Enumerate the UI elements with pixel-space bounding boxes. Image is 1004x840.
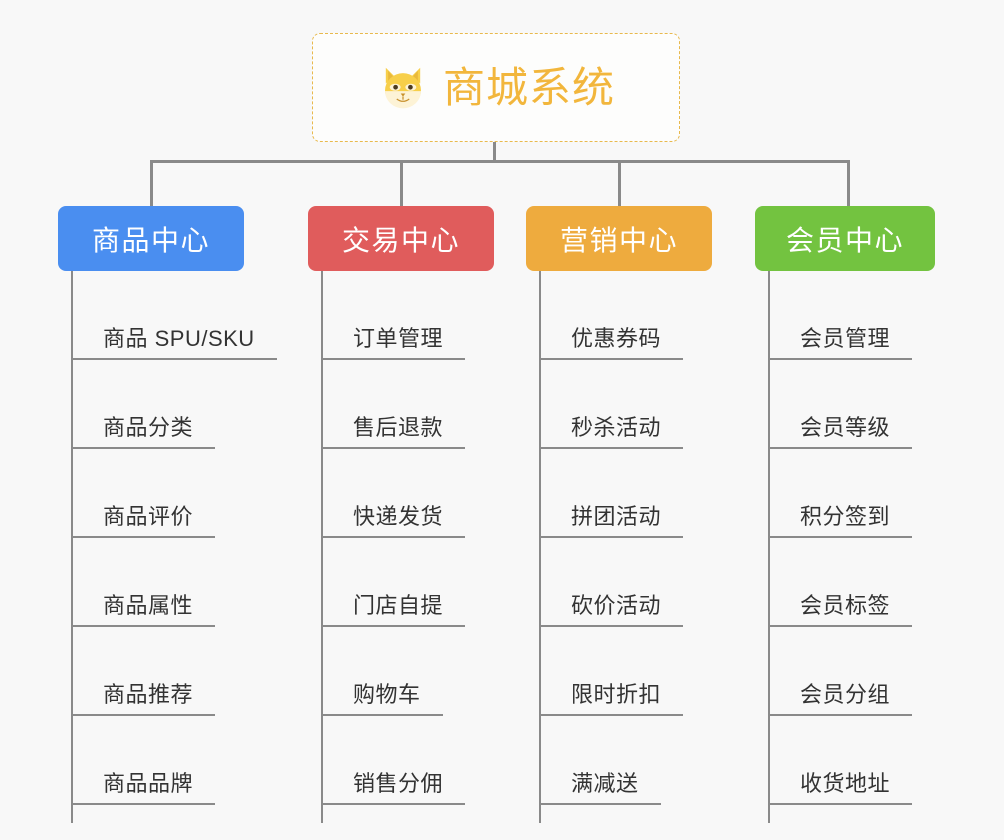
branch-spine-2 <box>321 271 323 823</box>
leaf-label: 拼团活动 <box>571 503 662 529</box>
leaf-label: 门店自提 <box>353 592 444 618</box>
shiba-dog-face-icon <box>385 67 421 108</box>
leaf-label: 销售分佣 <box>353 770 444 796</box>
leaf-label: 商品属性 <box>103 592 194 618</box>
connector-drop-1 <box>150 160 153 208</box>
leaf-label: 秒杀活动 <box>571 414 662 440</box>
leaf-label: 砍价活动 <box>571 592 662 618</box>
leaf-label: 限时折扣 <box>571 681 662 707</box>
branch-column-3: 营销中心 优惠券码 秒杀活动 拼团活动 砍价活动 限时折扣 满减送 <box>526 206 712 823</box>
leaf-item[interactable]: 优惠券码 <box>526 271 712 360</box>
leaf-item[interactable]: 快递发货 <box>308 449 494 538</box>
leaf-label: 会员标签 <box>800 592 891 618</box>
branch-spine-4 <box>768 271 770 823</box>
branch-header-label: 会员中心 <box>785 224 904 256</box>
leaf-item[interactable]: 订单管理 <box>308 271 494 360</box>
branch-spine-3 <box>539 271 541 823</box>
branch-spine-1 <box>71 271 73 823</box>
branch-header-label: 营销中心 <box>559 224 678 256</box>
leaf-label: 购物车 <box>353 681 421 707</box>
leaf-label: 会员等级 <box>800 414 891 440</box>
leaf-item[interactable]: 限时折扣 <box>526 627 712 716</box>
connector-drop-2 <box>400 160 403 208</box>
leaf-item[interactable]: 商品 SPU/SKU <box>58 271 277 360</box>
root-title: 商城系统 <box>442 63 615 111</box>
leaf-item[interactable]: 销售分佣 <box>308 716 494 805</box>
leaf-item[interactable]: 收货地址 <box>755 716 935 805</box>
leaf-item[interactable]: 商品推荐 <box>58 627 244 716</box>
leaf-list-2: 订单管理 售后退款 快递发货 门店自提 购物车 销售分佣 <box>308 271 494 805</box>
leaf-label: 快递发货 <box>353 503 444 529</box>
leaf-list-4: 会员管理 会员等级 积分签到 会员标签 会员分组 收货地址 <box>755 271 935 805</box>
leaf-label: 售后退款 <box>353 414 444 440</box>
leaf-label: 会员分组 <box>800 681 891 707</box>
leaf-item[interactable]: 售后退款 <box>308 360 494 449</box>
leaf-label: 商品评价 <box>103 503 194 529</box>
branch-column-1: 商品中心 商品 SPU/SKU 商品分类 商品评价 商品属性 商品推荐 商品品牌 <box>58 206 277 823</box>
leaf-item[interactable]: 商品品牌 <box>58 716 244 805</box>
leaf-label: 优惠券码 <box>571 325 662 351</box>
leaf-item[interactable]: 砍价活动 <box>526 538 712 627</box>
leaf-item[interactable]: 秒杀活动 <box>526 360 712 449</box>
leaf-label: 收货地址 <box>800 770 891 796</box>
leaf-item[interactable]: 会员等级 <box>755 360 935 449</box>
leaf-list-3: 优惠券码 秒杀活动 拼团活动 砍价活动 限时折扣 满减送 <box>526 271 712 805</box>
leaf-list-1: 商品 SPU/SKU 商品分类 商品评价 商品属性 商品推荐 商品品牌 <box>58 271 277 805</box>
branch-header-label: 交易中心 <box>341 224 460 256</box>
leaf-item[interactable]: 会员管理 <box>755 271 935 360</box>
leaf-item[interactable]: 满减送 <box>526 716 712 805</box>
connector-drop-3 <box>618 160 621 208</box>
leaf-item[interactable]: 积分签到 <box>755 449 935 538</box>
connector-drop-4 <box>847 160 850 208</box>
leaf-item[interactable]: 商品评价 <box>58 449 244 538</box>
leaf-label: 商品品牌 <box>103 770 194 796</box>
branch-column-2: 交易中心 订单管理 售后退款 快递发货 门店自提 购物车 销售分佣 <box>308 206 494 823</box>
connector-root-stem <box>493 142 496 163</box>
root-node[interactable]: 商城系统 <box>312 33 680 142</box>
leaf-label: 商品推荐 <box>103 681 194 707</box>
leaf-item[interactable]: 会员分组 <box>755 627 935 716</box>
leaf-label: 积分签到 <box>800 503 891 529</box>
leaf-label: 会员管理 <box>800 325 891 351</box>
leaf-item[interactable]: 商品属性 <box>58 538 244 627</box>
branch-header-label: 商品中心 <box>91 224 210 256</box>
leaf-label: 订单管理 <box>353 325 444 351</box>
leaf-item[interactable]: 购物车 <box>308 627 494 716</box>
leaf-label: 商品 SPU/SKU <box>103 325 255 351</box>
branch-header-3[interactable]: 营销中心 <box>526 206 712 271</box>
connector-horizontal-bar <box>150 160 850 163</box>
leaf-label: 满减送 <box>571 770 639 796</box>
leaf-item[interactable]: 会员标签 <box>755 538 935 627</box>
leaf-item[interactable]: 拼团活动 <box>526 449 712 538</box>
branch-header-1[interactable]: 商品中心 <box>58 206 244 271</box>
branch-header-2[interactable]: 交易中心 <box>308 206 494 271</box>
leaf-item[interactable]: 门店自提 <box>308 538 494 627</box>
leaf-label: 商品分类 <box>103 414 194 440</box>
branch-header-4[interactable]: 会员中心 <box>755 206 935 271</box>
leaf-item[interactable]: 商品分类 <box>58 360 244 449</box>
branch-column-4: 会员中心 会员管理 会员等级 积分签到 会员标签 会员分组 收货地址 <box>755 206 935 823</box>
